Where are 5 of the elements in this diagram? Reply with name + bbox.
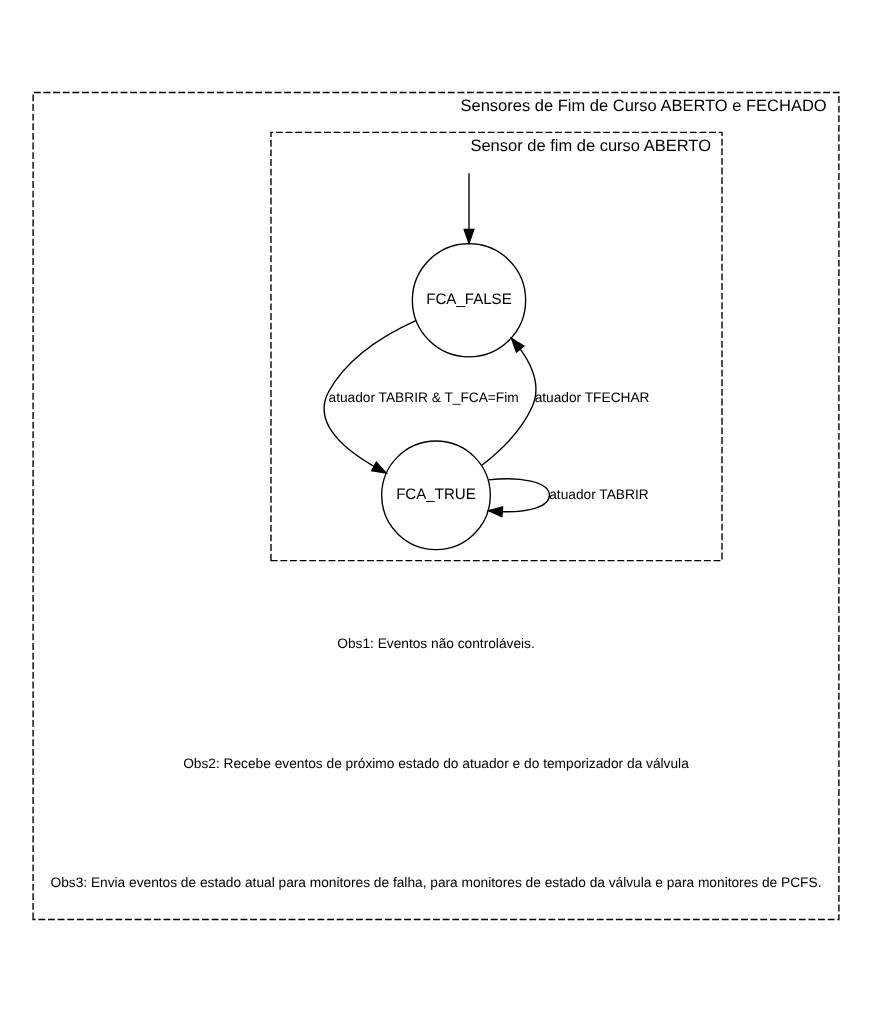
arrow	[486, 478, 551, 518]
node-circle: FCA_TRUE	[381, 440, 491, 551]
arrow	[481, 336, 537, 466]
arrow	[463, 172, 475, 246]
arrow	[323, 319, 417, 474]
